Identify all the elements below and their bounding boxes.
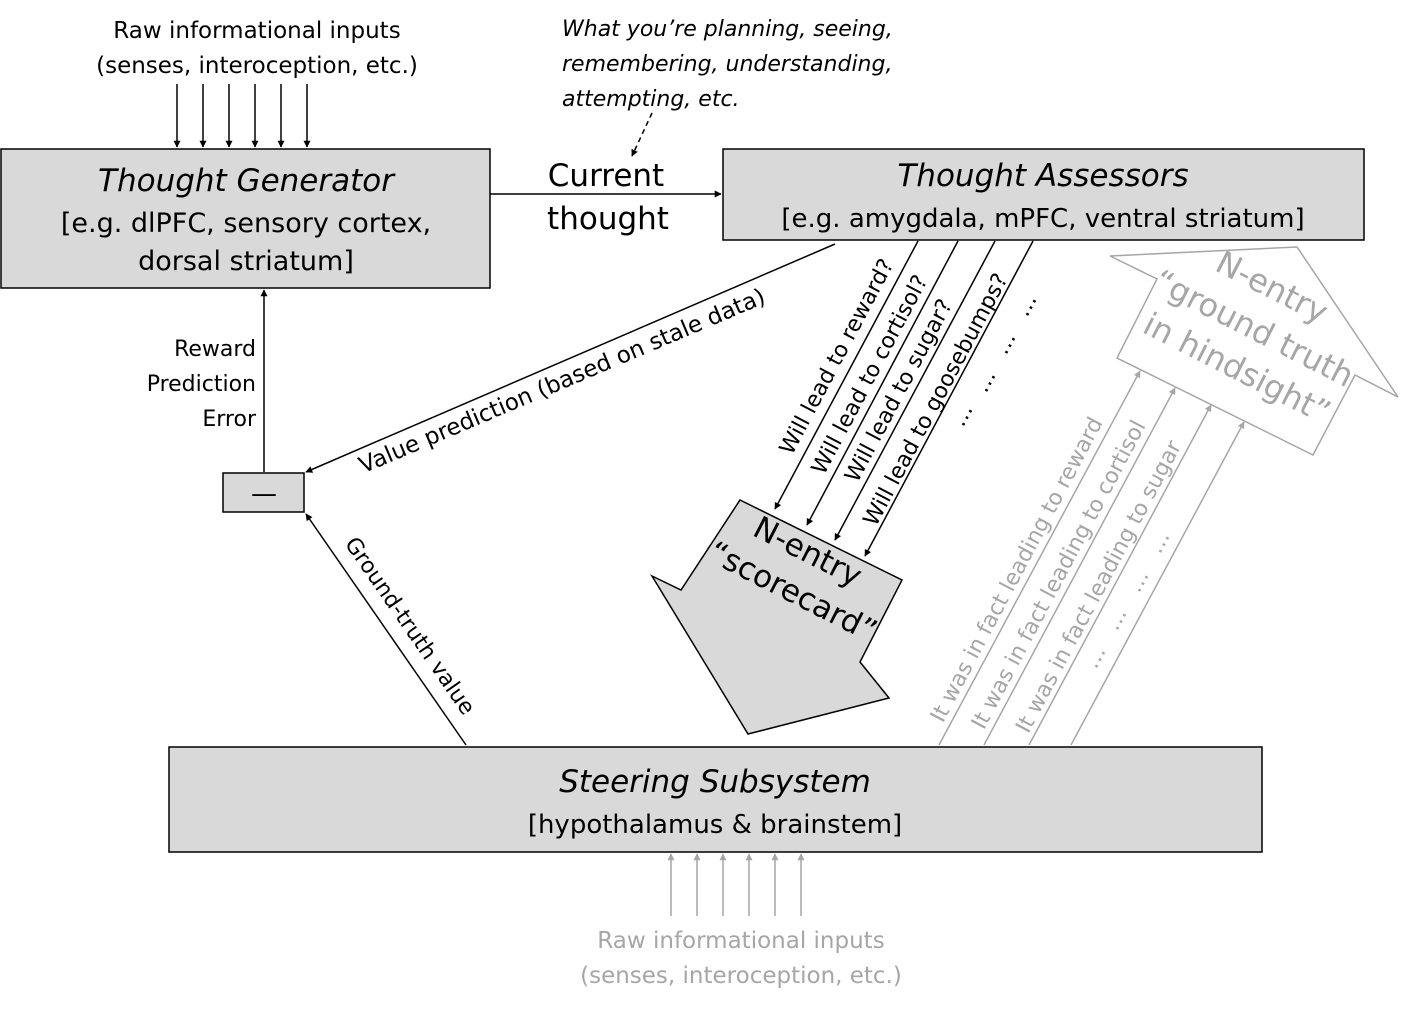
assessor-arrow-reward <box>774 240 919 510</box>
annotation-line2: remembering, understanding, <box>562 52 892 77</box>
value-prediction-arrow <box>305 243 836 473</box>
rpe-line2: Prediction <box>147 372 256 397</box>
minus-symbol: — <box>251 479 277 509</box>
steering-subsystem-line1: [hypothalamus & brainstem] <box>528 810 902 840</box>
hindsight-arrow-more <box>1070 421 1245 746</box>
scorecard-arrow: N-entry “scorecard” <box>650 499 904 735</box>
hindsight-arrow-reward <box>938 370 1141 746</box>
thought-generator-line2: dorsal striatum] <box>138 246 354 277</box>
ellipsis: … <box>1100 604 1132 635</box>
annotation-line1: What you’re planning, seeing, <box>562 17 893 42</box>
hindsight-arrow-cortisol <box>983 387 1176 746</box>
annotation-dashed-arrow <box>631 112 653 157</box>
top-inputs-line1: Raw informational inputs <box>113 18 400 44</box>
rpe-line3: Error <box>202 407 257 432</box>
ellipsis: … <box>989 328 1021 359</box>
thought-generator: Thought Generator [e.g. dlPFC, sensory c… <box>0 148 491 289</box>
reward-prediction-error: Reward Prediction Error <box>147 289 268 472</box>
assessor-arrow-goosebumps <box>864 240 1034 557</box>
ground-truth-value-arrow <box>305 513 467 746</box>
value-prediction-label: Value prediction (based on stale data) <box>355 284 769 479</box>
steering-subsystem-title: Steering Subsystem <box>559 764 871 800</box>
ellipsis: … <box>1010 290 1042 321</box>
thought-generator-box <box>0 148 491 289</box>
thought-assessors: Thought Assessors [e.g. amygdala, mPFC, … <box>722 148 1365 241</box>
ellipsis: … <box>1122 566 1154 597</box>
bottom-inputs-line2: (senses, interoception, etc.) <box>580 963 902 989</box>
bottom-inputs-line1: Raw informational inputs <box>597 928 884 954</box>
minus-comparator: — <box>222 472 305 513</box>
thought-annotation: What you’re planning, seeing, rememberin… <box>562 17 893 157</box>
bottom-inputs: Raw informational inputs (senses, intero… <box>580 853 902 989</box>
top-input-arrows <box>173 84 311 148</box>
thought-assessors-line1: [e.g. amygdala, mPFC, ventral striatum] <box>781 204 1304 234</box>
ellipsis: … <box>969 366 1001 397</box>
assessor-arrow-sugar <box>834 240 996 541</box>
current-thought-line1: Current <box>548 158 664 194</box>
minus-box <box>222 472 305 513</box>
thought-assessors-title: Thought Assessors <box>897 158 1188 194</box>
ground-truth-value: Ground-truth value <box>305 513 479 746</box>
ellipsis: … <box>1143 527 1175 558</box>
assessor-arrow-cortisol <box>806 240 959 526</box>
thought-assessors-box <box>722 148 1365 241</box>
ellipsis: … <box>946 400 978 431</box>
thought-generator-title: Thought Generator <box>98 163 396 199</box>
assessor-questions: Will lead to reward? Will lead to cortis… <box>774 240 1043 557</box>
thought-generator-line1: [e.g. dlPFC, sensory cortex, <box>61 208 431 239</box>
annotation-line3: attempting, etc. <box>562 87 740 112</box>
ground-truth-hindsight-arrow: N-entry “ground truth in hindsight” <box>1109 243 1399 456</box>
steering-subsystem: Steering Subsystem [hypothalamus & brain… <box>168 746 1263 853</box>
hindsight-arrows: It was in fact leading to reward It was … <box>926 370 1245 746</box>
ground-truth-value-label: Ground-truth value <box>339 533 479 720</box>
top-inputs: Raw informational inputs (senses, intero… <box>96 18 418 148</box>
hindsight-arrow-sugar <box>1028 404 1212 746</box>
bottom-input-arrows <box>667 853 805 916</box>
scorecard-arrow-shape <box>650 499 904 735</box>
steering-subsystem-box <box>168 746 1263 853</box>
current-thought-line2: thought <box>547 201 669 237</box>
rpe-line1: Reward <box>174 337 256 362</box>
top-inputs-line2: (senses, interoception, etc.) <box>96 53 418 79</box>
hindsight-arrow-shape <box>1109 246 1399 456</box>
current-thought: Current thought <box>490 158 722 237</box>
ellipsis: … <box>1079 642 1111 673</box>
